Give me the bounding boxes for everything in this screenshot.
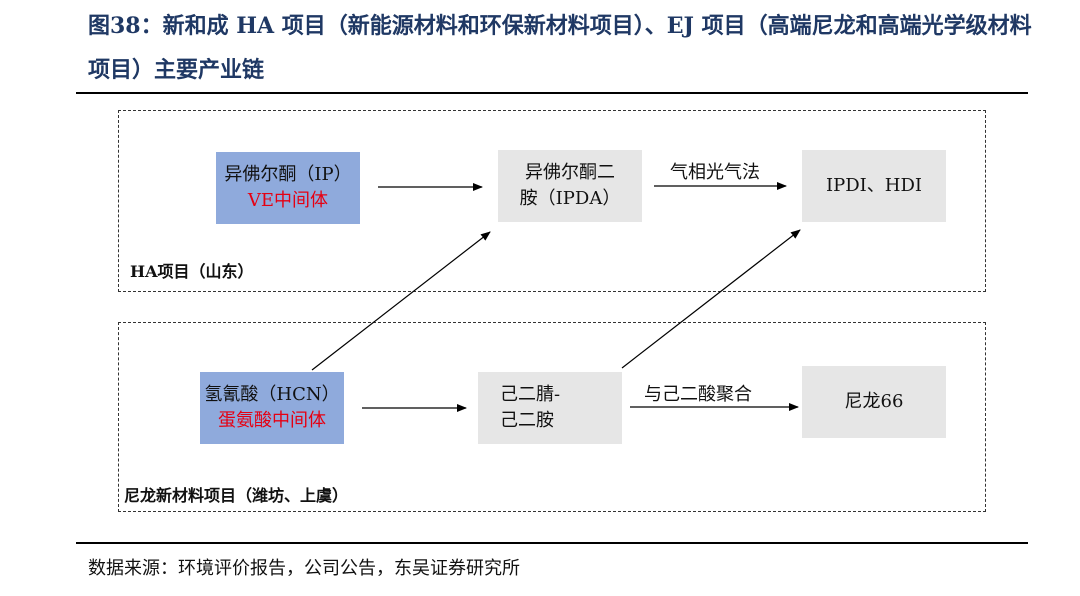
arrow-adn-to-ipdi [621,229,801,369]
source-note: 数据来源：环境评价报告，公司公告，东吴证券研究所 [88,558,520,579]
node-hcn: 氢氰酸（HCN） 蛋氨酸中间体 [200,372,344,444]
bottom-rule [76,542,1028,544]
node-nylon66-name: 尼龙66 [844,391,904,412]
node-hcn-name: 氢氰酸（HCN） [204,384,340,405]
group-nylon-label: 尼龙新材料项目（潍坊、上虞） [124,486,349,505]
node-ipda-line1: 异佛尔酮二 [525,162,615,183]
node-ip-name: 异佛尔酮（IP） [224,164,352,185]
node-ip: 异佛尔酮（IP） VE中间体 [216,152,360,224]
edge-label-phosgene: 气相光气法 [670,162,760,183]
node-ipda-line2: 胺（IPDA） [519,188,621,209]
group-ha [118,110,986,292]
top-rule [76,92,1028,94]
node-nylon66: 尼龙66 [802,366,946,438]
node-adn-line1: 己二腈- [500,384,561,405]
node-ipdi: IPDI、HDI [802,150,946,222]
group-ha-label: HA项目（山东） [130,262,254,281]
node-ipda: 异佛尔酮二 胺（IPDA） [498,150,642,222]
edge-label-polymerization: 与己二酸聚合 [644,384,752,405]
node-hcn-tag: 蛋氨酸中间体 [218,410,326,431]
node-adn-line2: 己二胺 [500,410,554,431]
node-ipdi-name: IPDI、HDI [825,175,922,196]
node-ip-tag: VE中间体 [247,190,329,211]
group-nylon [118,322,986,512]
figure-title: 图38：新和成 HA 项目（新能源材料和环保新材料项目）、EJ 项目（高端尼龙和… [88,13,1032,83]
arrow-hcn-to-ipda [311,231,491,371]
node-adn: 己二腈- 己二胺 [478,372,622,444]
